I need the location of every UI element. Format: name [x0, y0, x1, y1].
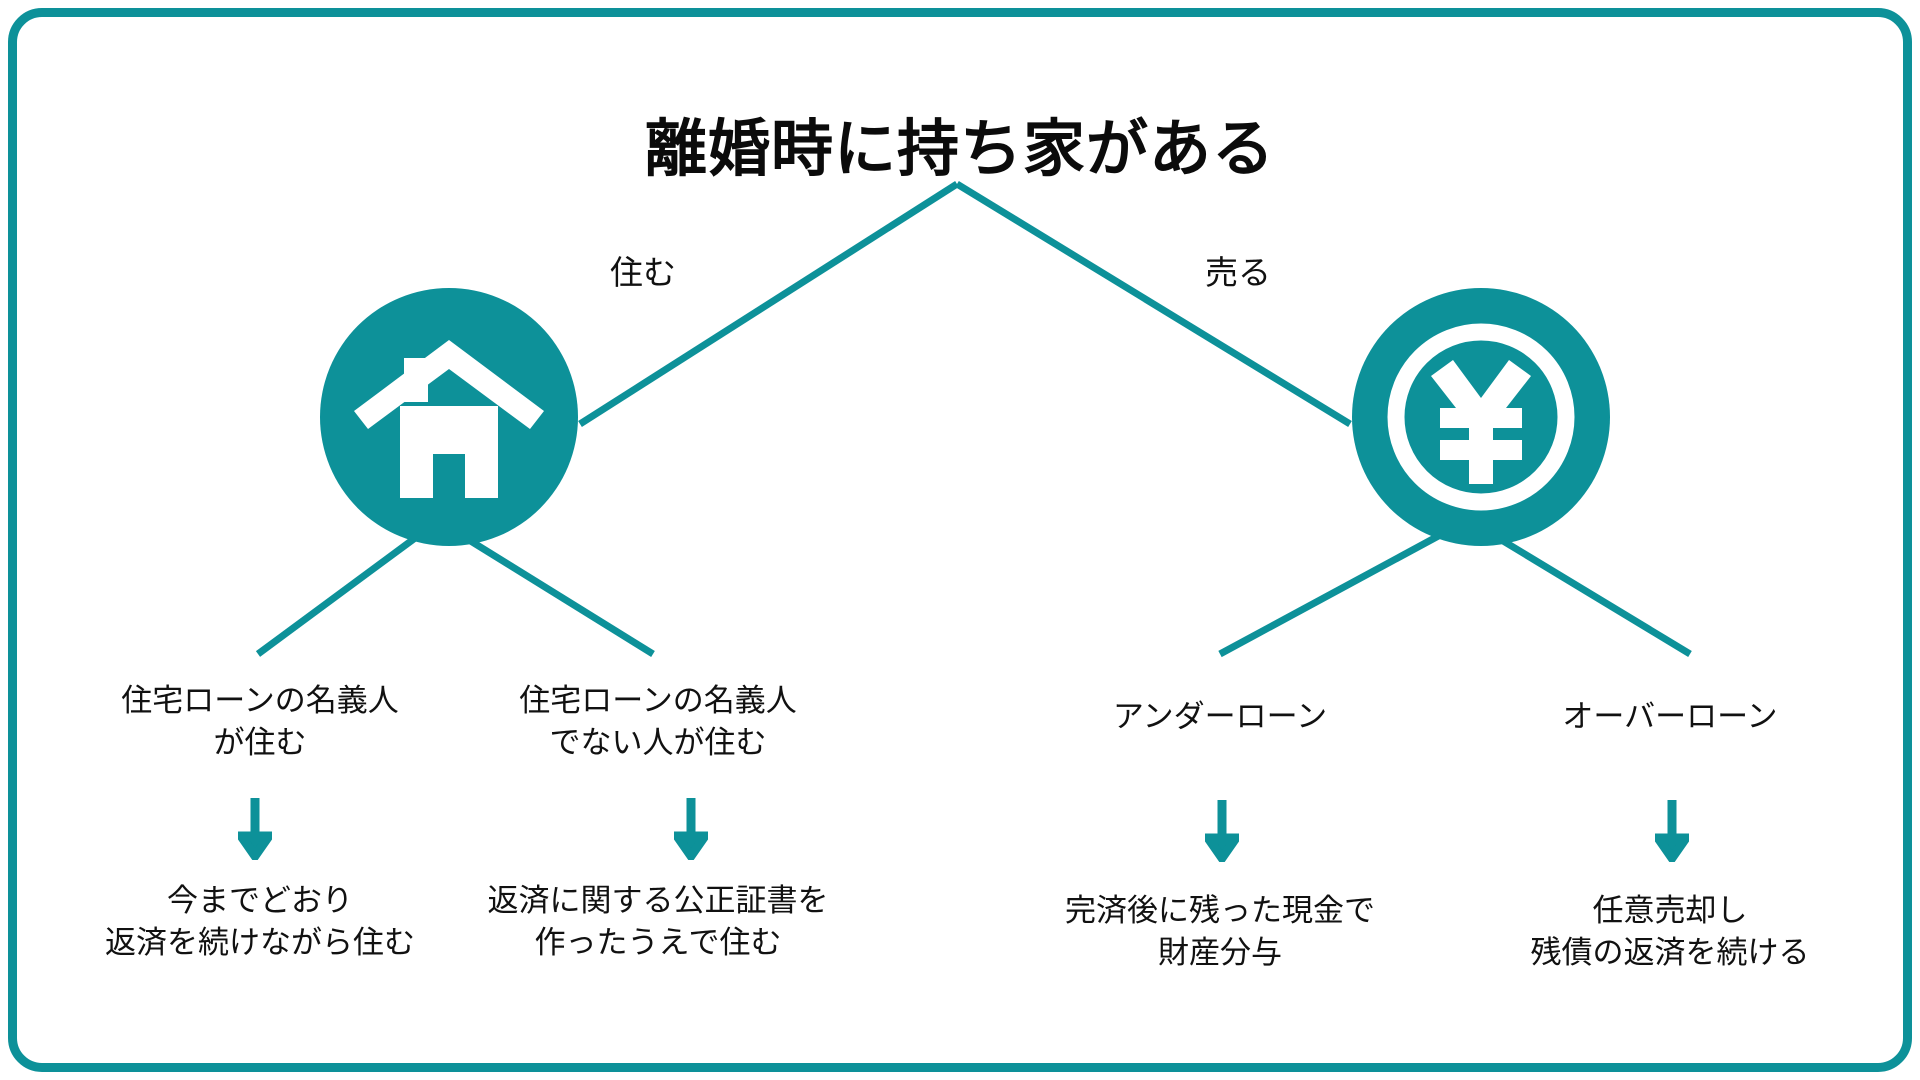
- outcome-label-under-loan: 完済後に残った現金で 財産分与: [1065, 893, 1375, 970]
- outcome-label-live-owner: 今までどおり 返済を続けながら住む: [105, 883, 415, 960]
- yen-coin-icon: [1387, 323, 1575, 511]
- down-arrow-live-non-owner: [674, 798, 708, 860]
- page-title: 離婚時に持ち家がある: [644, 115, 1275, 184]
- down-arrow-over-loan: [1655, 800, 1689, 862]
- down-arrow-live-owner: [238, 798, 272, 860]
- house-icon: [354, 340, 544, 498]
- down-arrow-under-loan: [1205, 800, 1239, 862]
- branch-label-sell: 売る: [1205, 254, 1271, 291]
- category-label-live-non-owner: 住宅ローンの名義人 でない人が住む: [519, 683, 797, 760]
- branch-label-live: 住む: [610, 254, 676, 291]
- house-icon-circle: [320, 288, 578, 546]
- category-label-live-owner: 住宅ローンの名義人 が住む: [121, 683, 399, 760]
- yen-coin-icon-circle: [1352, 288, 1610, 546]
- category-label-under-loan: アンダーローン: [1112, 699, 1328, 734]
- outcome-label-live-non-owner: 返済に関する公正証書を 作ったうえで住む: [487, 883, 829, 960]
- category-label-over-loan: オーバーローン: [1562, 699, 1778, 734]
- outcome-label-over-loan: 任意売却し 残債の返済を続ける: [1530, 893, 1810, 970]
